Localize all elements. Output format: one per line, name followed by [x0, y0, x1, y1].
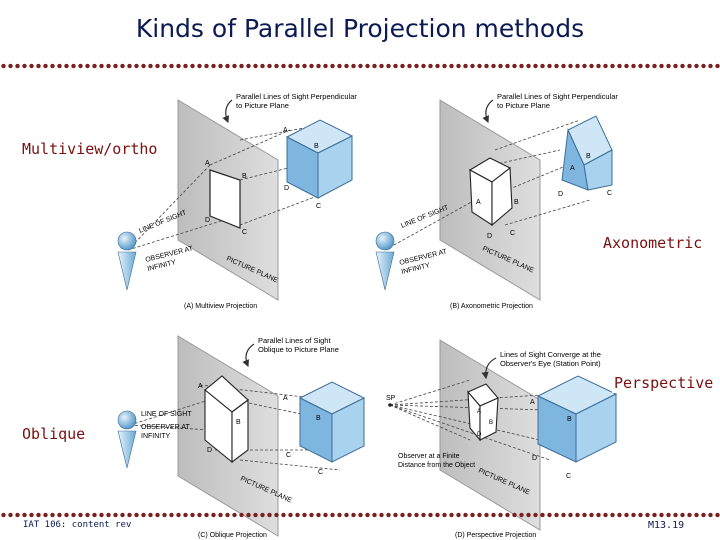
vertex-label-b: B [242, 173, 247, 180]
vertex-label-d: D [207, 447, 212, 454]
vertex-label-d2: D [477, 432, 482, 438]
label-oblique: Oblique [20, 424, 88, 444]
note-line-2: to Picture Plane [236, 101, 289, 110]
vertex-label-a2: A [477, 409, 481, 415]
observer-icon [117, 231, 137, 291]
line-of-sight-label: LINE OF SIGHT [141, 411, 192, 418]
observer-line-2: Distance from the Object [398, 462, 475, 469]
vertex-label-c: C [286, 452, 291, 459]
vertex-label-c: C [242, 229, 247, 236]
observer-line-1: Observer at a Finite [398, 453, 460, 460]
panel-multiview-projection: A B C D A B C D Parallel Lines of Sight … [117, 92, 357, 310]
vertex-label-a2: A [476, 199, 481, 206]
label-perspective: Perspective [612, 373, 716, 393]
station-point-marker [388, 403, 392, 407]
panel-axonometric-projection: B A C D A B C D Parallel Lines of Sight … [375, 92, 618, 310]
observer-line-1: OBSERVER AT [141, 424, 190, 431]
vertex-label-c2: C [316, 203, 321, 210]
projected-oblique-shape [204, 375, 249, 464]
note-line-2: Oblique to Picture Plane [258, 345, 339, 354]
panel-perspective-projection: A B C D A B D SP Lines of Sight Converge… [386, 339, 618, 539]
vertex-label-b2: B [314, 143, 319, 150]
observer-icon [375, 231, 395, 291]
projected-cube [468, 157, 513, 227]
footer-slide-number: M13.19 [644, 520, 689, 531]
vertex-label-d: D [558, 191, 563, 198]
vertex-label-a2: A [198, 383, 203, 390]
bottom-dotted-divider [0, 511, 720, 519]
panel-oblique-projection: A B C C B A D Parallel Lines of Sight Ob… [117, 335, 366, 539]
vertex-label-d2: D [487, 233, 492, 240]
vertex-label-a: A [205, 160, 210, 167]
label-multiview: Multiview/ortho [20, 139, 160, 159]
top-dotted-divider [0, 62, 720, 70]
vertex-label-c2: C [318, 469, 323, 476]
converging-sight-lines [389, 379, 551, 461]
cube-side [331, 397, 365, 463]
vertex-label-b: B [567, 416, 572, 423]
vertex-label-b: B [316, 415, 321, 422]
panel-caption: (C) Oblique Projection [198, 532, 267, 539]
projected-perspective-shape [467, 383, 499, 442]
cube-side [317, 135, 353, 199]
vertex-label-b2: B [489, 420, 493, 426]
vertex-label-b: B [586, 153, 591, 160]
observer-line-2: INFINITY [141, 433, 170, 440]
label-axonometric: Axonometric [601, 233, 705, 253]
cube-side [583, 149, 613, 191]
station-point-label: SP [386, 395, 396, 402]
note-line-1: Parallel Lines of Sight Perpendicular [497, 92, 618, 101]
note-line-1: Parallel Lines of Sight Perpendicular [236, 92, 357, 101]
vertex-label-a2: A [283, 127, 288, 134]
vertex-label-d2: D [284, 185, 289, 192]
vertex-label-b2: B [236, 419, 241, 426]
vertex-label-a: A [283, 395, 288, 402]
cube-side [575, 393, 617, 463]
vertex-label-b2: B [514, 199, 519, 206]
vertex-label-c: C [566, 473, 571, 480]
note-line-1: Parallel Lines of Sight [258, 336, 331, 345]
panel-caption: (B) Axonometric Projection [450, 303, 533, 310]
panel-caption: (D) Perspective Projection [455, 532, 536, 539]
vertex-label-d: D [205, 217, 210, 224]
slide-title: Kinds of Parallel Projection methods [135, 14, 585, 43]
note-line-2: Observer's Eye (Station Point) [500, 359, 601, 368]
footer-course-note: IAT 106: content rev [20, 520, 135, 530]
vertex-label-a: A [570, 165, 575, 172]
panel-caption: (A) Multiview Projection [184, 303, 257, 310]
vertex-label-c: C [607, 190, 612, 197]
vertex-label-a: A [530, 399, 535, 406]
vertex-label-c2: C [510, 230, 515, 237]
observer-icon [117, 410, 137, 469]
vertex-label-d: D [532, 455, 537, 462]
projected-square [209, 169, 241, 229]
note-line-2: to Picture Plane [497, 101, 550, 110]
note-line-1: Lines of Sight Converge at the [500, 350, 601, 359]
